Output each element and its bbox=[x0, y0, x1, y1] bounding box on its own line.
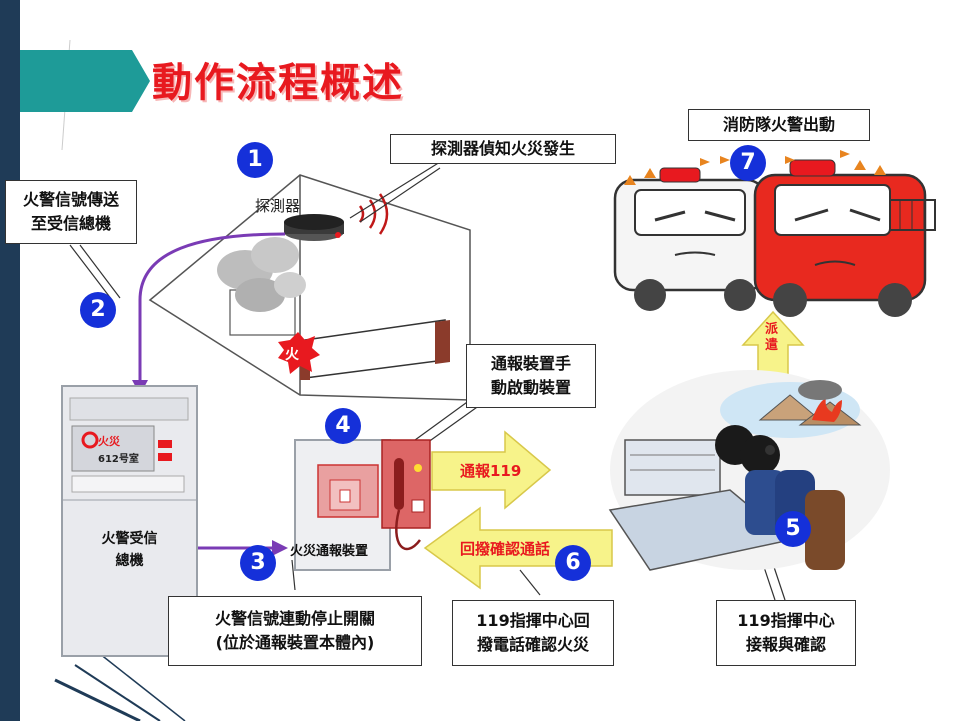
callout-text-line1: 火警信號傳送 bbox=[22, 190, 119, 209]
panel-room-label: 612号室 bbox=[98, 454, 139, 465]
callout-text-line2: 接報與確認 bbox=[745, 635, 826, 654]
callout-text-line1: 119指揮中心回 bbox=[476, 611, 590, 630]
fire-mark-label: 火 bbox=[285, 347, 299, 363]
step-6-badge: 6 bbox=[555, 545, 591, 581]
fire-trucks-illustration bbox=[613, 150, 936, 317]
callout-callback: 119指揮中心回 撥電話確認火災 bbox=[452, 600, 614, 666]
device-label: 火災通報裝置 bbox=[290, 544, 369, 559]
callout-text: 探測器偵知火災發生 bbox=[430, 139, 575, 158]
dispatch-char-1: 派 bbox=[765, 322, 779, 337]
dispatch-char-2: 遣 bbox=[765, 338, 779, 353]
callout-text-line2: 至受信總機 bbox=[30, 214, 111, 233]
callout-text-line1: 通報裝置手 bbox=[490, 354, 571, 373]
step-4-badge: 4 bbox=[325, 408, 361, 444]
title-arrow-shape bbox=[118, 50, 150, 112]
report-119-label: 通報119 bbox=[460, 462, 522, 480]
panel-label-line2: 總機 bbox=[115, 553, 144, 569]
panel-display-label: 火災 bbox=[98, 435, 120, 448]
step-1-badge: 1 bbox=[237, 142, 273, 178]
step-7-badge: 7 bbox=[730, 145, 766, 181]
step-5-badge: 5 bbox=[775, 511, 811, 547]
callback-confirm-label: 回撥確認通話 bbox=[460, 540, 551, 558]
detector-label: 探測器 bbox=[255, 197, 301, 215]
fire-alarm-panel bbox=[61, 385, 198, 657]
callout-text: 消防隊火警出動 bbox=[722, 115, 835, 134]
panel-label-line1: 火警受信 bbox=[101, 531, 158, 547]
callout-detector-detects-fire: 探測器偵知火災發生 bbox=[390, 134, 616, 164]
callout-manual-start: 通報裝置手 動啟動裝置 bbox=[466, 344, 596, 408]
smoke-detector-device bbox=[284, 193, 389, 241]
fire-burst-icon bbox=[278, 332, 320, 374]
room-illustration bbox=[148, 174, 471, 401]
title-accent-bar bbox=[20, 50, 120, 112]
callout-receive-confirm: 119指揮中心 接報與確認 bbox=[716, 600, 856, 666]
step-3-badge: 3 bbox=[240, 545, 276, 581]
callout-fire-dispatch: 消防隊火警出動 bbox=[688, 109, 870, 141]
callout-text-line1: 119指揮中心 bbox=[737, 611, 835, 630]
report-arrow bbox=[431, 430, 552, 510]
page-title: 動作流程概述 bbox=[152, 60, 404, 106]
callout-stop-switch: 火警信號連動停止開關 (位於通報裝置本體內) bbox=[168, 596, 422, 666]
dispatch-arrow-label: 派 遣 bbox=[765, 322, 778, 354]
notification-device bbox=[294, 439, 431, 571]
callout-text-line2: 撥電話確認火災 bbox=[476, 635, 589, 654]
command-center-illustration bbox=[608, 370, 890, 571]
callout-signal-transmit: 火警信號傳送 至受信總機 bbox=[5, 180, 137, 244]
callout-text-line2: 動啟動裝置 bbox=[490, 378, 571, 397]
callout-text-line2: (位於通報裝置本體內) bbox=[215, 633, 375, 652]
step-2-badge: 2 bbox=[80, 292, 116, 328]
callout-text-line1: 火警信號連動停止開關 bbox=[214, 609, 375, 628]
